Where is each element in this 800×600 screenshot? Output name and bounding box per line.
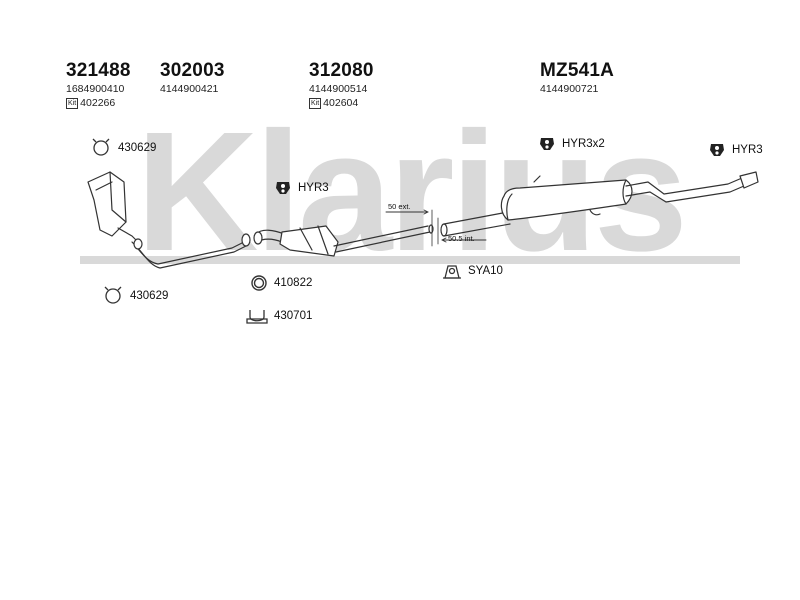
oem-number: 4144900721	[540, 83, 599, 95]
accessory-label: HYR3	[298, 182, 329, 194]
gasket-ring-icon	[251, 275, 267, 291]
hanger-hyr3-front: HYR3	[274, 180, 329, 196]
watermark-bar	[80, 256, 740, 264]
accessory-label: 430629	[130, 290, 169, 302]
part-number: 312080	[309, 60, 374, 81]
part-column-1: 321488 1684900410 Kit 402266	[66, 60, 131, 109]
intermediate-pipe-drawing	[333, 209, 487, 253]
kit-number-value: 402266	[80, 97, 116, 109]
part-number: MZ541A	[540, 60, 615, 81]
dimension-ext: 50 ext.	[388, 202, 411, 211]
accessory-label: 430701	[274, 310, 313, 322]
kit-number: Kit 402266	[66, 97, 131, 109]
mounting-bracket-icon	[443, 265, 461, 279]
part-number: 302003	[160, 60, 225, 81]
clamp-430629-bottom: 430629	[102, 286, 168, 306]
u-clamp-430701: 430701	[246, 306, 312, 326]
part-number: 321488	[66, 60, 131, 81]
part-column-4: MZ541A 4144900721	[540, 60, 614, 95]
accessory-label: 430629	[118, 142, 157, 154]
accessory-label: HYR3	[732, 144, 763, 156]
hanger-hyr3x2: HYR3x2	[538, 136, 605, 152]
u-clamp-icon	[246, 310, 268, 324]
accessory-label: HYR3x2	[562, 138, 605, 150]
accessory-label: 410822	[274, 277, 313, 289]
front-catalyst-drawing	[87, 171, 139, 243]
oem-number: 4144900421	[160, 83, 219, 95]
front-pipe-drawing	[131, 233, 251, 269]
rear-silencer-drawing	[440, 171, 759, 237]
kit-number: Kit 402604	[309, 97, 374, 109]
oem-number: 1684900410	[66, 83, 125, 95]
rubber-hanger-icon	[540, 138, 554, 150]
kit-number-value: 402604	[323, 97, 359, 109]
bracket-sya10: SYA10	[442, 262, 503, 280]
part-column-3: 312080 4144900514 Kit 402604	[309, 60, 374, 109]
dimension-int: 50.5 int.	[448, 234, 475, 243]
accessory-label: SYA10	[468, 265, 503, 277]
kit-icon: Kit	[66, 97, 79, 109]
clamp-ring-icon	[92, 138, 110, 156]
gasket-410822: 410822	[250, 274, 312, 292]
rubber-hanger-icon	[276, 182, 290, 194]
part-column-2: 302003 4144900421	[160, 60, 225, 95]
center-catalyst-drawing	[253, 225, 339, 257]
oem-number: 4144900514	[309, 83, 368, 95]
rubber-hanger-icon	[710, 144, 724, 156]
clamp-ring-icon	[104, 286, 122, 304]
kit-icon: Kit	[309, 97, 322, 109]
clamp-430629-top: 430629	[90, 138, 156, 158]
hanger-hyr3-rear: HYR3	[708, 142, 763, 158]
